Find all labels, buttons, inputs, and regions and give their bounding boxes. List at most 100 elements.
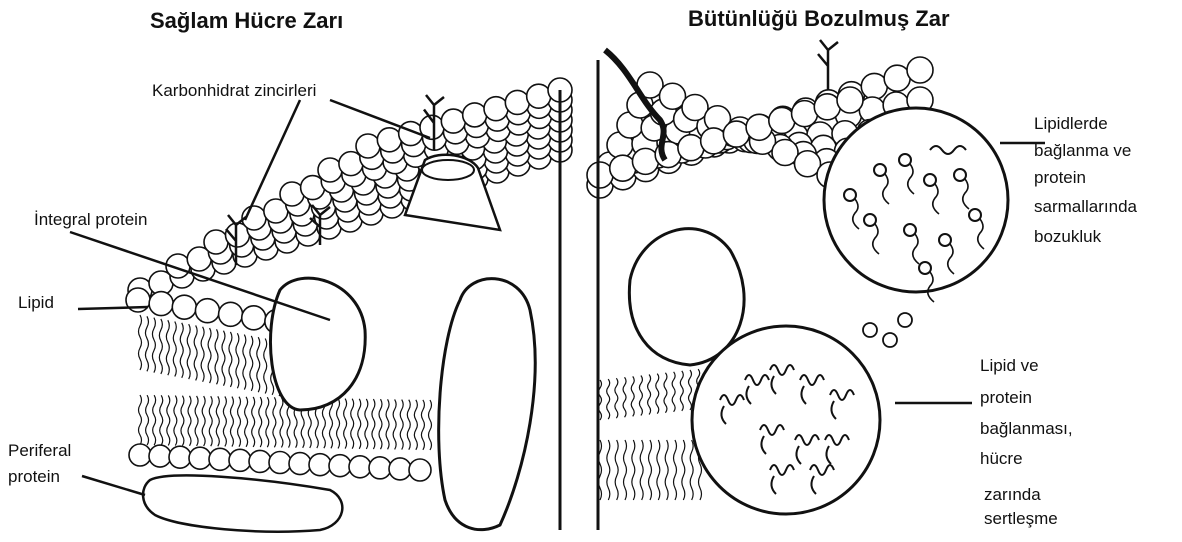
disorder-label-line2: bağlanma ve	[1034, 140, 1131, 162]
lipid-tail	[166, 320, 169, 375]
lipid-tail	[657, 440, 660, 500]
lipid-head	[377, 128, 401, 152]
lipid-head	[309, 454, 331, 476]
lipid-tail	[259, 397, 262, 447]
lipid-head	[505, 90, 529, 114]
distorted-protein	[629, 229, 744, 365]
lipid-tail	[167, 395, 170, 445]
lipid-head	[149, 445, 171, 467]
lipid-head	[883, 333, 897, 347]
lipid-tail	[690, 440, 693, 500]
lipid-tail	[358, 399, 361, 449]
lipid-tail	[365, 399, 368, 449]
lipid-tail	[139, 315, 142, 370]
lipid-head	[389, 458, 411, 480]
lipid-tail	[400, 400, 403, 450]
lipid-tail	[632, 440, 635, 500]
leader-peripheral-protein	[82, 476, 145, 495]
lipid-head	[349, 456, 371, 478]
lipid-tail	[680, 371, 683, 411]
lipid-tail	[160, 395, 163, 445]
lipid-tail	[429, 400, 432, 450]
damaged-membrane-drawing	[587, 40, 1008, 530]
lipid-head	[369, 457, 391, 479]
intact-membrane-drawing	[126, 78, 572, 532]
lipid-tail	[216, 396, 219, 446]
lipid-tail	[266, 397, 269, 447]
stiffening-label-line4: hücre	[980, 448, 1023, 470]
lipid-tail	[202, 396, 205, 446]
lipid-tail	[639, 375, 642, 415]
lipid-tail	[631, 376, 634, 416]
lipid-head-disordered	[924, 174, 936, 186]
carbohydrate-chains-label: Karbonhidrat zincirleri	[152, 80, 316, 102]
lipid-tail	[421, 400, 424, 450]
disorder-label-line3: protein	[1034, 167, 1086, 189]
lipid-head	[129, 444, 151, 466]
lipid-tail	[139, 395, 142, 445]
lipid-head	[409, 459, 431, 481]
lipid-tail	[615, 440, 618, 500]
lipid-tail	[187, 324, 190, 379]
lipid-head	[746, 114, 772, 140]
lipid-head	[219, 302, 243, 326]
lipid-tail	[236, 333, 239, 388]
lipid-head	[792, 101, 818, 127]
lipid-label: Lipid	[18, 292, 54, 314]
lipid-head	[195, 299, 219, 323]
lipid-tail	[407, 400, 410, 450]
stiffening-label-line5: zarında	[984, 484, 1041, 506]
lipid-head	[587, 162, 613, 188]
magnified-view-lower	[692, 326, 880, 514]
carbohydrate-chain	[818, 40, 838, 90]
lipid-tail	[337, 398, 340, 448]
lipid-head	[723, 121, 749, 147]
lipid-head	[701, 128, 727, 154]
lipid-tail	[194, 325, 197, 380]
lipid-head	[898, 313, 912, 327]
lipid-tail	[689, 370, 692, 410]
lipid-tail	[379, 399, 382, 449]
lipid-head	[863, 323, 877, 337]
lipid-head-disordered	[969, 209, 981, 221]
lipid-tail	[640, 440, 643, 500]
lipid-tail	[146, 395, 149, 445]
lipid-tail	[245, 397, 248, 447]
lipid-tail	[672, 372, 675, 412]
lipid-head	[149, 292, 173, 316]
transmembrane-protein	[439, 279, 536, 530]
damaged-membrane-title: Bütünlüğü Bozulmuş Zar	[688, 6, 950, 32]
lipid-head	[632, 148, 658, 174]
disorder-label-line1: Lipidlerde	[1034, 113, 1108, 135]
lipid-tail	[159, 319, 162, 374]
disorder-label-line4: sarmallarında	[1034, 196, 1137, 218]
lipid-tail	[153, 395, 156, 445]
lipid-head	[249, 450, 271, 472]
intact-membrane-title: Sağlam Hücre Zarı	[150, 8, 343, 34]
lipid-tail	[208, 328, 211, 383]
peripheral-protein	[143, 475, 342, 531]
lipid-head	[242, 306, 266, 330]
lipid-head	[169, 446, 191, 468]
peripheral-protein-label-line2: protein	[8, 466, 60, 488]
lipid-head	[814, 94, 840, 120]
lipid-tail	[386, 399, 389, 449]
lipid-head-disordered	[899, 154, 911, 166]
lipid-tail	[623, 377, 626, 417]
lipid-tail	[209, 396, 212, 446]
lipid-tail	[173, 322, 176, 377]
lipid-head-disordered	[919, 262, 931, 274]
lipid-tail	[273, 397, 276, 447]
lipid-tail	[664, 373, 667, 413]
lipid-tail	[195, 396, 198, 446]
lipid-tail	[624, 440, 627, 500]
peripheral-protein-label-line1: Periferal	[8, 440, 71, 462]
lipid-tail	[238, 397, 241, 447]
lipid-tail	[201, 327, 204, 382]
lipid-tail	[656, 374, 659, 414]
lipid-tail	[329, 398, 332, 448]
lipid-tail	[414, 400, 417, 450]
lipid-head	[229, 449, 251, 471]
lipid-head-disordered	[864, 214, 876, 226]
